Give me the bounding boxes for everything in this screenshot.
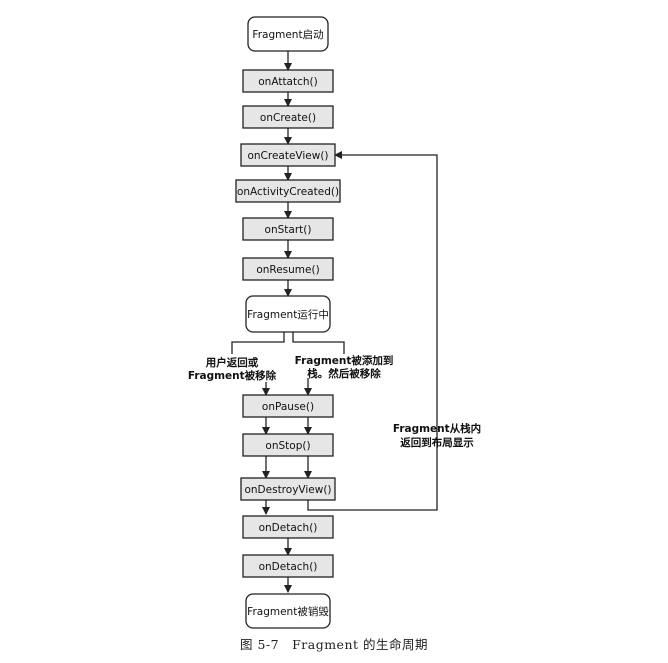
right-branch-label-line-1: Fragment被添加到 bbox=[295, 354, 394, 367]
node-start: Fragment启动 bbox=[247, 16, 329, 52]
node-destroyed: Fragment被销毁 bbox=[245, 593, 331, 629]
left-branch-label-line-2: Fragment被移除 bbox=[188, 369, 277, 382]
node-on-detach-1-label: onDetach() bbox=[259, 522, 318, 534]
node-on-create-label: onCreate() bbox=[260, 112, 316, 124]
node-on-create-view: onCreateView() bbox=[240, 143, 336, 167]
node-on-attach: onAttatch() bbox=[242, 69, 334, 93]
node-on-pause-label: onPause() bbox=[262, 401, 314, 413]
node-on-resume: onResume() bbox=[242, 257, 334, 281]
node-on-detach-2-label: onDetach() bbox=[259, 561, 318, 573]
node-on-activity-created-label: onActivityCreated() bbox=[237, 186, 339, 198]
node-on-create: onCreate() bbox=[242, 105, 334, 129]
node-on-detach-1: onDetach() bbox=[242, 515, 334, 539]
node-on-detach-2: onDetach() bbox=[242, 554, 334, 578]
loop-back-label-line-1: Fragment从栈内 bbox=[393, 422, 481, 435]
node-on-activity-created: onActivityCreated() bbox=[235, 179, 341, 203]
node-on-resume-label: onResume() bbox=[256, 264, 319, 276]
connectors bbox=[231, 51, 438, 593]
arrow-running-right-branch bbox=[292, 332, 345, 354]
arrow-running-left-branch bbox=[231, 332, 285, 354]
node-on-attach-label: onAttatch() bbox=[258, 76, 317, 88]
node-on-create-view-label: onCreateView() bbox=[247, 150, 328, 162]
node-running-label: Fragment运行中 bbox=[247, 308, 329, 321]
node-on-stop-label: onStop() bbox=[265, 440, 310, 452]
node-running: Fragment运行中 bbox=[245, 295, 331, 333]
figure-caption: 图 5-7 Fragment 的生命周期 bbox=[239, 637, 428, 652]
node-on-start-label: onStart() bbox=[265, 224, 312, 236]
node-on-start: onStart() bbox=[242, 217, 334, 241]
node-on-destroy-view: onDestroyView() bbox=[240, 477, 336, 501]
right-branch-label-line-2: 栈。然后被移除 bbox=[307, 367, 381, 380]
node-on-destroy-view-label: onDestroyView() bbox=[244, 484, 331, 496]
loop-back-label-line-2: 返回到布局显示 bbox=[400, 436, 474, 449]
node-start-label: Fragment启动 bbox=[252, 28, 323, 41]
left-branch-label-line-1: 用户返回或 bbox=[205, 356, 259, 369]
node-on-pause: onPause() bbox=[242, 394, 334, 418]
node-on-stop: onStop() bbox=[242, 433, 334, 457]
node-destroyed-label: Fragment被销毁 bbox=[247, 605, 329, 618]
arrow-loop-back bbox=[307, 151, 438, 511]
